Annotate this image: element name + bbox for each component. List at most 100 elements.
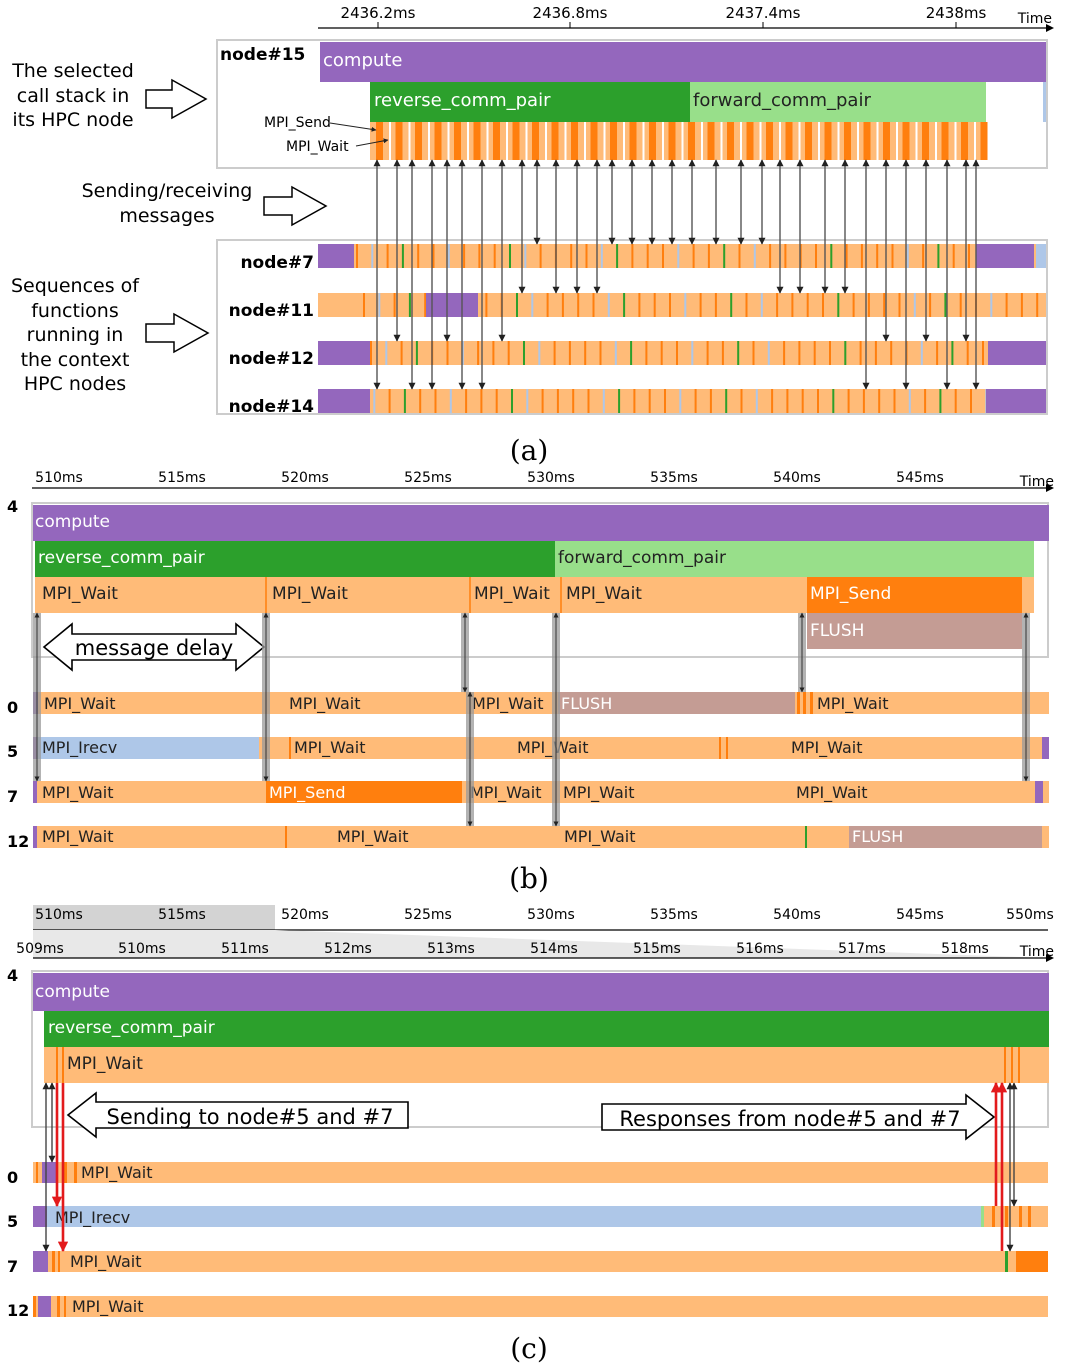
tick-label: 515ms: [158, 907, 206, 923]
caption: (a): [510, 434, 549, 467]
gap-segment: [389, 122, 391, 160]
function-segment: [363, 293, 365, 317]
forward-comm-bar[interactable]: [690, 82, 986, 122]
reverse-comm-bar[interactable]: [44, 1011, 1049, 1047]
gap-segment: [408, 122, 411, 160]
wait-label: MPI_Wait: [272, 584, 348, 604]
time-label: Time: [1019, 474, 1054, 490]
function-segment: [920, 341, 923, 365]
function-segment: [694, 389, 697, 413]
reverse-comm-bar[interactable]: [370, 82, 690, 122]
wait-label: MPI_Wait: [42, 584, 118, 604]
tick-label: 2436.2ms: [341, 4, 416, 22]
flush-bar[interactable]: [807, 613, 1022, 649]
send-segment: [707, 122, 715, 160]
compute-label: compute: [35, 512, 110, 532]
tick-label: 513ms: [427, 941, 475, 957]
send-segment: [415, 122, 422, 160]
function-segment: [646, 244, 649, 268]
function-segment: [602, 389, 605, 413]
reverse-comm-bar[interactable]: [35, 541, 555, 577]
function-segment: [669, 293, 671, 317]
function-segment: [485, 293, 488, 317]
send-segment: [649, 122, 656, 160]
node-label: node#14: [229, 397, 315, 417]
function-segment: [684, 293, 687, 317]
function-segment: [837, 293, 840, 317]
node-label: node#7: [240, 253, 314, 273]
node12-track[interactable]: [33, 1296, 1048, 1317]
function-segment: [509, 244, 511, 268]
send-segment: [473, 122, 481, 160]
gap-segment: [467, 122, 469, 160]
flush-label: FLUSH: [561, 694, 612, 713]
block-arrow-icon: [145, 312, 210, 354]
function-segment: [806, 293, 809, 317]
gap-segment: [896, 122, 898, 160]
tick-label: 511ms: [221, 941, 269, 957]
compute-bar[interactable]: [33, 505, 1049, 541]
function-segment: [463, 244, 466, 268]
function-segment: [585, 244, 588, 268]
send-segment: [746, 122, 754, 160]
tick-label: 530ms: [527, 470, 575, 486]
gap-segment: [701, 122, 703, 160]
wait-track[interactable]: [35, 577, 807, 613]
function-segment: [539, 244, 542, 268]
function-segment: [662, 244, 664, 268]
irecv-segment: [1036, 244, 1046, 268]
function-segment: [495, 389, 498, 413]
send-label: MPI_Send: [269, 783, 345, 803]
send-segment: [980, 122, 988, 160]
irecv-bar[interactable]: [37, 737, 259, 759]
function-segment: [830, 244, 833, 268]
function-segment: [767, 341, 770, 365]
time-label: Time: [1017, 11, 1052, 27]
compute-segment: [986, 389, 1046, 413]
compute-bar[interactable]: [33, 973, 1049, 1011]
send-segment: [629, 122, 637, 160]
function-segment: [952, 244, 955, 268]
send-label: MPI_Send: [810, 584, 891, 604]
flush-bar[interactable]: [558, 692, 795, 714]
send-bar[interactable]: [266, 781, 462, 803]
panel-c-overview-axis[interactable]: 510ms 515ms 520ms 525ms 530ms 535ms 540m…: [33, 905, 1054, 958]
function-segment: [493, 244, 496, 268]
wait-track[interactable]: [44, 1047, 1049, 1083]
send-bar[interactable]: [807, 577, 1022, 613]
function-segment: [676, 341, 678, 365]
function-segment: [937, 244, 940, 268]
wait-label: MPI_Wait: [72, 1297, 144, 1317]
send-segment: [805, 122, 812, 160]
function-segment: [516, 293, 518, 317]
function-segment: [755, 389, 758, 413]
block-arrow-icon: [263, 185, 328, 227]
tick-label: 545ms: [896, 470, 944, 486]
node5-track[interactable]: [33, 737, 1049, 759]
time-label: Time: [1019, 944, 1054, 960]
function-segment: [645, 341, 648, 365]
wait-send-track[interactable]: [370, 122, 986, 160]
node0-track[interactable]: [33, 1162, 1048, 1183]
flush-bar[interactable]: [849, 826, 1042, 848]
function-segment: [465, 389, 468, 413]
function-segment: [786, 389, 789, 413]
node7-track[interactable]: [33, 1251, 1048, 1272]
forward-comm-label: forward_comm_pair: [558, 548, 726, 568]
function-segment: [691, 341, 694, 365]
brush-selection[interactable]: [33, 905, 275, 930]
forward-comm-label: forward_comm_pair: [693, 90, 871, 111]
function-segment: [1020, 293, 1023, 317]
message-delay-label: message delay: [75, 636, 233, 660]
function-segment: [447, 244, 450, 268]
note-sequences-line: HPC nodes: [24, 373, 126, 395]
compute-bar[interactable]: [320, 42, 1046, 82]
wait-label: MPI_Wait: [67, 1054, 143, 1074]
send-note: Sending to node#5 and #7: [107, 1105, 394, 1129]
forward-comm-bar[interactable]: [555, 541, 1034, 577]
tick-label: 510ms: [35, 470, 83, 486]
irecv-bar[interactable]: [47, 1206, 981, 1227]
tick-label: 540ms: [773, 470, 821, 486]
function-segment: [424, 293, 427, 317]
function-segment: [844, 341, 847, 365]
